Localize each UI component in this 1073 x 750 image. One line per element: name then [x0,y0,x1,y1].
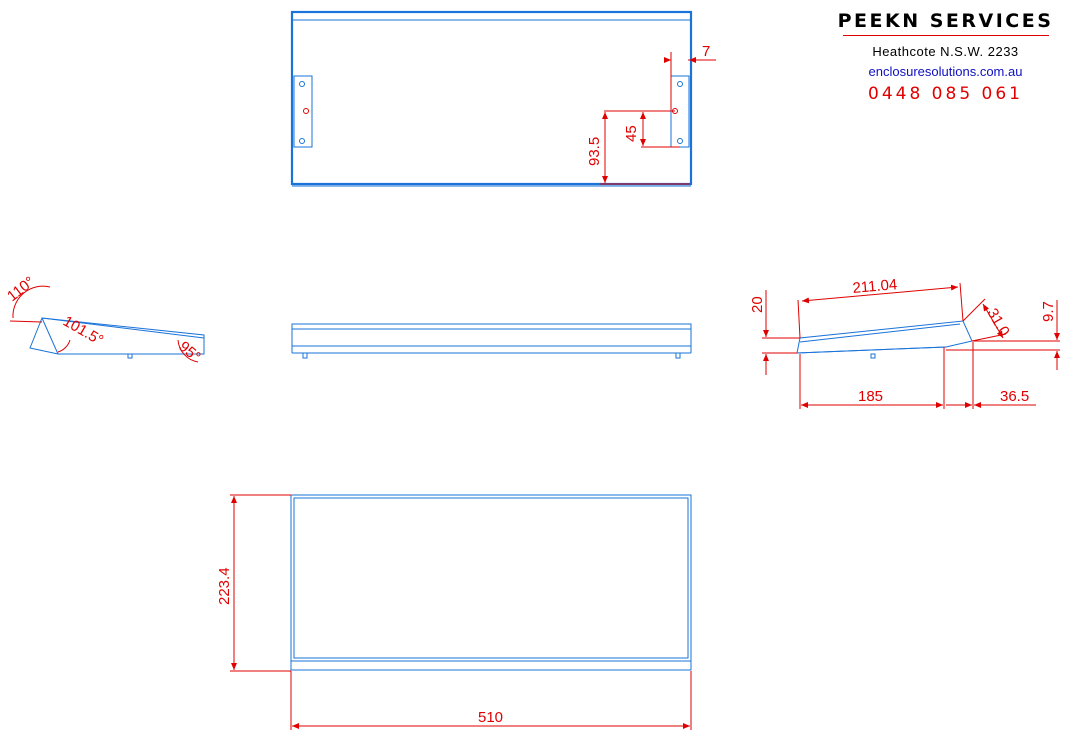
dim-front-height: 9.7 [1040,301,1057,322]
dim-hole-height: 45 [623,125,640,142]
dim-depth: 223.4 [216,567,233,605]
front-view [291,323,692,359]
company-divider [843,35,1049,36]
left-bracket [293,75,313,148]
company-website[interactable]: enclosuresolutions.com.au [868,64,1023,79]
dim-front-lip: 31.0 [984,306,1013,340]
dim-edge-offset: 7 [702,43,710,60]
dim-width: 510 [478,709,503,726]
company-phone: 0448 085 061 [868,84,1023,104]
top-view: 7 45 93.5 [290,10,716,187]
dim-base-depth: 185 [858,388,883,405]
dim-slope-length: 211.04 [852,276,898,297]
company-address: Heathcote N.S.W. 2233 [872,44,1019,59]
top-view-outline [290,10,693,186]
bottom-view: 223.4 510 [216,494,692,730]
dim-back-height: 20 [749,296,766,313]
dim-front-depth: 36.5 [1000,388,1029,405]
angle-panel: 101.5° [60,313,106,349]
company-name: PEEKN SERVICES [837,10,1054,32]
dim-bracket-height: 93.5 [586,137,603,166]
left-side-view: 110° 101.5° 95° [4,273,205,366]
bottom-view-outline [290,494,692,671]
angle-front: 95° [175,338,203,366]
angle-back: 110° [4,273,38,305]
right-side-view: 211.04 20 31.0 9.7 185 36.5 [749,276,1060,409]
